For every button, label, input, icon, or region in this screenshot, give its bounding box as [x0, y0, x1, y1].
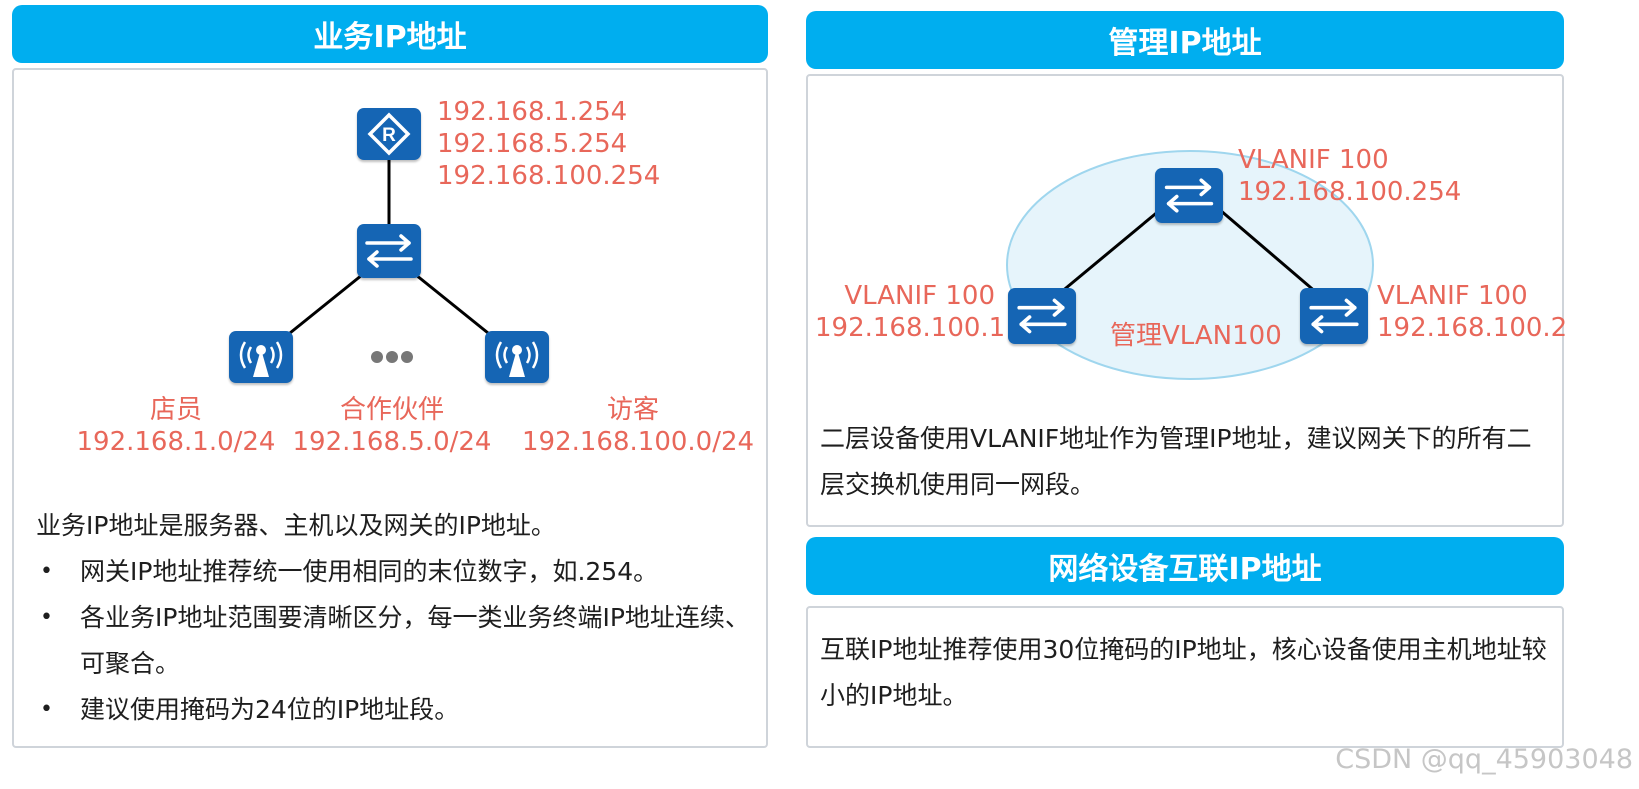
management-vlan-ellipse — [1006, 150, 1374, 380]
bullet-item: 建议使用掩码为24位的IP地址段。 — [36, 687, 751, 733]
interconnect-ip-description: 互联IP地址推荐使用30位掩码的IP地址，核心设备使用主机地址较小的IP地址。 — [820, 635, 1547, 710]
watermark: CSDN @qq_45903048 — [1335, 744, 1633, 775]
management-ip-description: 二层设备使用VLANIF地址作为管理IP地址，建议网关下的所有二层交换机使用同一… — [820, 424, 1532, 499]
top-left-link — [1059, 208, 1161, 295]
left-switch-vlanif: VLANIF 100 — [844, 281, 995, 311]
management-ip-title: 管理IP地址 — [1108, 26, 1262, 61]
interconnect-ip-title: 网络设备互联IP地址 — [1048, 552, 1322, 587]
right-switch-ip: 192.168.100.2 — [1377, 313, 1568, 343]
business-ip-header: 业务IP地址 — [12, 5, 768, 63]
group-partner-subnet: 192.168.5.0/24 — [292, 427, 492, 457]
wireless-ap-left-icon — [229, 331, 293, 383]
group-staff-subnet: 192.168.1.0/24 — [76, 427, 276, 457]
business-ip-title: 业务IP地址 — [313, 20, 467, 55]
router-ip-list: 192.168.1.254 192.168.5.254 192.168.100.… — [437, 96, 660, 192]
top-switch-labels: VLANIF 100 192.168.100.254 — [1238, 144, 1461, 208]
group-visitor: 访客 192.168.100.0/24 — [522, 394, 755, 458]
group-visitor-subnet: 192.168.100.0/24 — [522, 427, 755, 457]
wireless-ap-right-icon — [485, 331, 549, 383]
svg-text:R: R — [382, 125, 396, 146]
top-switch-ip: 192.168.100.254 — [1238, 177, 1462, 207]
top-switch-vlanif: VLANIF 100 — [1238, 145, 1389, 175]
bullet-item: 网关IP地址推荐统一使用相同的末位数字，如.254。 — [36, 549, 751, 595]
management-vlan-label: 管理VLAN100 — [1110, 321, 1282, 351]
switch-ap-right-link — [415, 273, 494, 339]
top-right-link — [1219, 208, 1318, 295]
router-ip-3: 192.168.100.254 — [437, 161, 661, 191]
more-devices-dots — [370, 349, 414, 365]
bullet-item: 各业务IP地址范围要清晰区分，每一类业务终端IP地址连续、可聚合。 — [36, 595, 751, 687]
management-topology — [1006, 150, 1374, 380]
router-ip-2: 192.168.5.254 — [437, 129, 628, 159]
interconnect-ip-header: 网络设备互联IP地址 — [806, 537, 1564, 595]
business-ip-bullets: 网关IP地址推荐统一使用相同的末位数字，如.254。 各业务IP地址范围要清晰区… — [36, 549, 751, 733]
group-staff: 店员 192.168.1.0/24 — [76, 394, 276, 458]
left-switch-labels: VLANIF 100 192.168.100.1 — [815, 280, 1006, 344]
group-partner: 合作伙伴 192.168.5.0/24 — [292, 394, 492, 458]
left-switch-ip: 192.168.100.1 — [815, 313, 1006, 343]
management-ip-header: 管理IP地址 — [806, 11, 1564, 69]
management-switch-left-icon — [1008, 288, 1076, 344]
business-ip-text: 业务IP地址是服务器、主机以及网关的IP地址。 网关IP地址推荐统一使用相同的末… — [36, 503, 751, 733]
right-switch-labels: VLANIF 100 192.168.100.2 — [1377, 280, 1567, 344]
management-switch-right-icon — [1300, 288, 1368, 344]
interconnect-ip-panel — [806, 606, 1564, 748]
switch-ap-left-link — [284, 273, 363, 339]
right-switch-vlanif: VLANIF 100 — [1377, 281, 1528, 311]
router-ip-1: 192.168.1.254 — [437, 97, 628, 127]
router-icon: R — [357, 108, 421, 160]
business-ip-intro: 业务IP地址是服务器、主机以及网关的IP地址。 — [36, 511, 556, 540]
group-staff-name: 店员 — [149, 395, 202, 425]
group-partner-name: 合作伙伴 — [339, 395, 444, 425]
business-topology-links — [284, 160, 494, 339]
switch-icon — [357, 224, 421, 278]
management-switch-top-icon — [1155, 168, 1223, 223]
group-visitor-name: 访客 — [606, 395, 659, 425]
